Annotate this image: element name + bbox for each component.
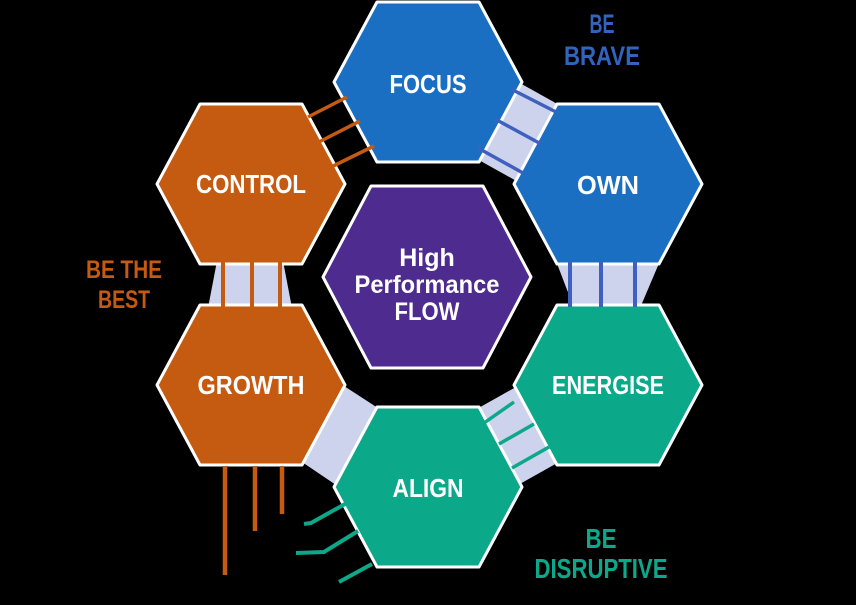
label-focus: FOCUS [390, 69, 467, 99]
hexagon-focus [332, 0, 524, 164]
caption-be-disruptive-line2: DISRUPTIVE [535, 553, 668, 584]
center-label-line2: Performance [355, 271, 500, 299]
hexagon-own [512, 102, 704, 266]
hexagon-energise [512, 303, 704, 467]
hexagons [155, 0, 704, 569]
caption-be-brave-line1: BE [590, 9, 615, 39]
caption-be-the-best-line2: BEST [98, 286, 150, 314]
label-align: ALIGN [393, 473, 464, 503]
align-tail-line-2 [295, 529, 360, 555]
line-energise-align-3 [511, 445, 550, 470]
label-energise: ENERGISE [552, 370, 664, 400]
center-label-line3: FLOW [395, 298, 460, 326]
line-control-focus-3 [322, 144, 375, 173]
line-focus-own-2 [494, 117, 542, 146]
side-captions: BE BRAVE BE THE BEST BE DISRUPTIVE [86, 9, 668, 584]
caption-be-brave-line2: BRAVE [564, 41, 640, 71]
caption-be-the-best-line1: BE THE [86, 256, 162, 284]
decorative-lines [222, 466, 373, 584]
band-energise-align [475, 387, 559, 485]
line-energise-align-1 [482, 400, 516, 425]
hexagon-labels: FOCUS OWN ENERGISE ALIGN GROWTH CONTROL … [196, 69, 664, 503]
line-control-focus-2 [314, 119, 361, 146]
center-label-line1: High [399, 244, 455, 272]
hexagon-align [332, 405, 524, 569]
line-focus-own-1 [510, 87, 557, 114]
label-growth: GROWTH [198, 370, 305, 400]
line-focus-own-3 [477, 146, 524, 175]
caption-be-disruptive-line1: BE [586, 523, 617, 554]
align-tail-line-3 [338, 562, 373, 584]
hexagon-control [155, 102, 347, 266]
label-own: OWN [577, 170, 639, 200]
hexagon-center [321, 184, 533, 370]
align-tail-line-1 [303, 502, 346, 526]
hexagon-growth [155, 303, 347, 467]
band-align-growth [302, 386, 381, 487]
line-energise-align-2 [498, 422, 535, 446]
line-control-focus-1 [307, 95, 348, 119]
connector-lines [221, 87, 637, 470]
label-control: CONTROL [196, 169, 306, 199]
